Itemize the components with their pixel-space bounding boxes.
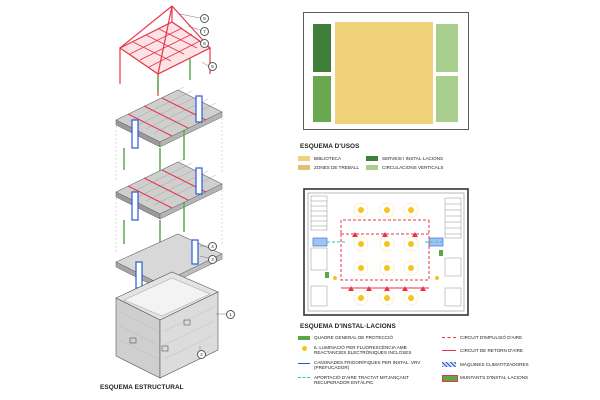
legend-label-fresh-air: APORTACIÓ D'AIRE TRACTAT MITJANÇANT RECU… xyxy=(314,375,409,386)
callout-3: 3 xyxy=(208,255,217,264)
legend-swatch-library xyxy=(298,156,310,161)
legend-icon-yellow-dot xyxy=(302,346,307,351)
legend-label-lighting: IL·LUMINACIÓ PER FLUORESCÈNCIA AMB REACT… xyxy=(314,345,412,356)
legend-label-return: CIRCUIT DE RETORN D'AIRE xyxy=(460,348,523,353)
legend-swatch-vertical xyxy=(366,165,378,170)
legend-icon-blue-line xyxy=(298,363,310,365)
callout-1: 1 xyxy=(226,310,235,319)
legend-label-risers: MUNTANTS D'INSTAL·LACIONS xyxy=(460,375,529,380)
legend-label-services: SERVEIS I INSTAL·LACIONS xyxy=(382,156,444,161)
installations-plan xyxy=(303,188,469,316)
legend-label-vertical: CIRCULACIONS VERTICALS xyxy=(382,165,444,170)
legend-label-work-zones: ZONES DE TREBALL xyxy=(314,165,360,170)
ground-floor-box xyxy=(115,271,219,379)
structural-axonometric xyxy=(115,5,226,379)
legend-icon-red-solid xyxy=(442,350,456,351)
roof-structure xyxy=(118,5,212,96)
legend-icon-red-dash xyxy=(442,337,456,338)
callout-7: 7 xyxy=(200,27,209,36)
legend-label-supply: CIRCUIT D'IMPULSIÓ D'AIRE xyxy=(460,335,523,340)
uses-plan xyxy=(303,12,469,130)
legend-icon-risers xyxy=(442,375,458,382)
floor-slab-upper xyxy=(115,86,223,149)
legend-label-hvac: MÀQUINES CLIMATITZADORES xyxy=(460,362,529,367)
callout-8: 8 xyxy=(200,14,209,23)
legend-swatch-services xyxy=(366,156,378,161)
callout-6: 6 xyxy=(200,39,209,48)
floor-slab-middle xyxy=(115,158,223,221)
legend-label-library: BIBLIOTECA xyxy=(314,156,342,161)
structural-title: ESQUEMA ESTRUCTURAL xyxy=(100,384,184,391)
legend-label-protection: QUADRE GENERAL DE PROTECCIÓ xyxy=(314,335,393,340)
legend-icon-green-bar xyxy=(298,336,310,340)
legend-label-pipes: CANONADES FRIGORÍFIQUES PER INSTAL. VRV … xyxy=(314,360,421,371)
uses-title: ESQUEMA D'USOS xyxy=(300,143,360,150)
callout-5: 5 xyxy=(208,62,217,71)
legend-swatch-work-zones xyxy=(298,165,310,170)
callout-4: 4 xyxy=(208,242,217,251)
legend-icon-cyan-dash xyxy=(298,377,310,378)
legend-icon-blue-hatch xyxy=(442,362,456,367)
installations-title: ESQUEMA D'INSTAL·LACIONS xyxy=(300,323,396,330)
callout-2: 2 xyxy=(197,350,206,359)
structural-diagram: 8 7 6 5 4 3 1 2 ESQUEMA ESTRUCTURAL xyxy=(100,0,240,395)
